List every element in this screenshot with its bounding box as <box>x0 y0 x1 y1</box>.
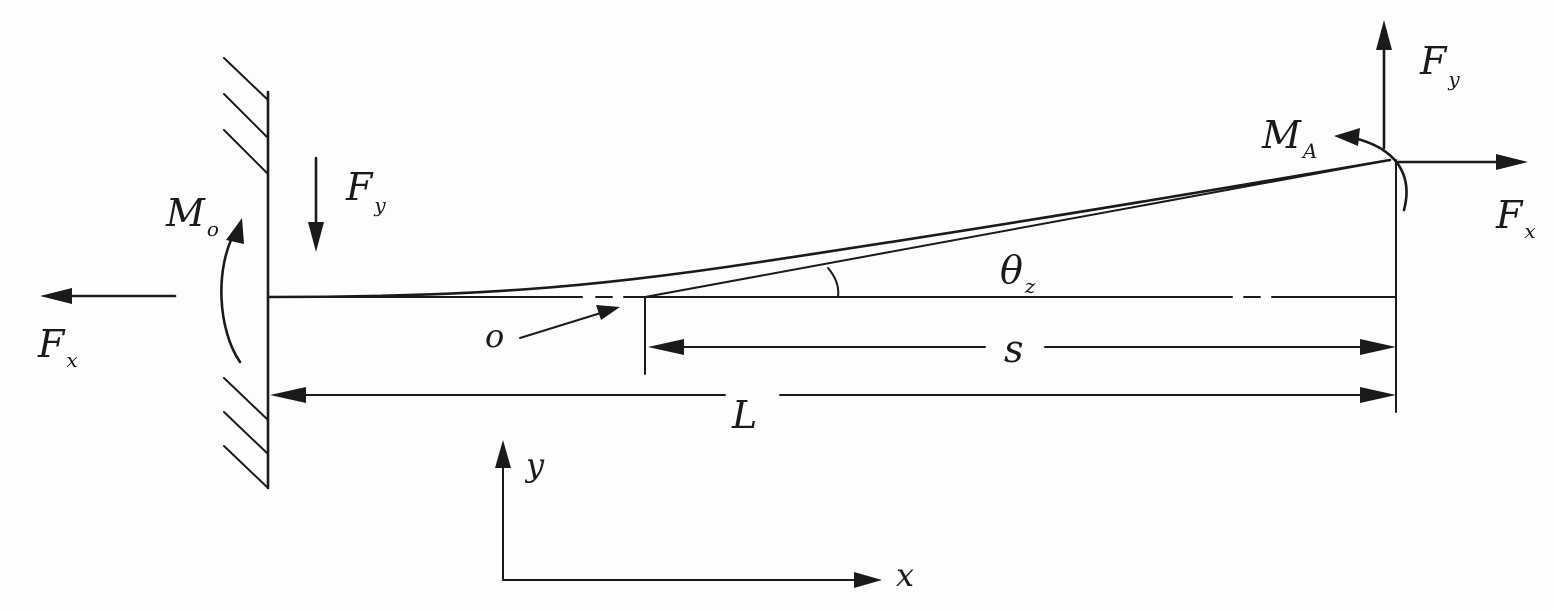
moment-mo-arrow <box>220 218 244 364</box>
right-fy-arrow <box>1376 20 1392 150</box>
right-fx-arrow <box>1396 154 1528 170</box>
dimension-l <box>270 387 1396 403</box>
y-axis-label: y <box>524 446 545 484</box>
left-fy-arrow <box>308 156 324 252</box>
left-fx-arrow <box>40 288 177 304</box>
l-label: L <box>731 393 757 437</box>
dimension-s <box>648 339 1396 355</box>
fixed-wall <box>223 57 270 490</box>
rigid-link-line <box>644 159 1391 298</box>
s-label: s <box>1004 327 1024 371</box>
origin-label: o <box>485 317 504 355</box>
x-axis-label: x <box>896 556 914 594</box>
origin-pointer-arrow <box>519 305 620 339</box>
moment-ma-arrow <box>1334 128 1408 212</box>
coordinate-axes <box>495 440 882 588</box>
theta-arc <box>827 267 840 298</box>
deflected-beam <box>266 158 1392 299</box>
